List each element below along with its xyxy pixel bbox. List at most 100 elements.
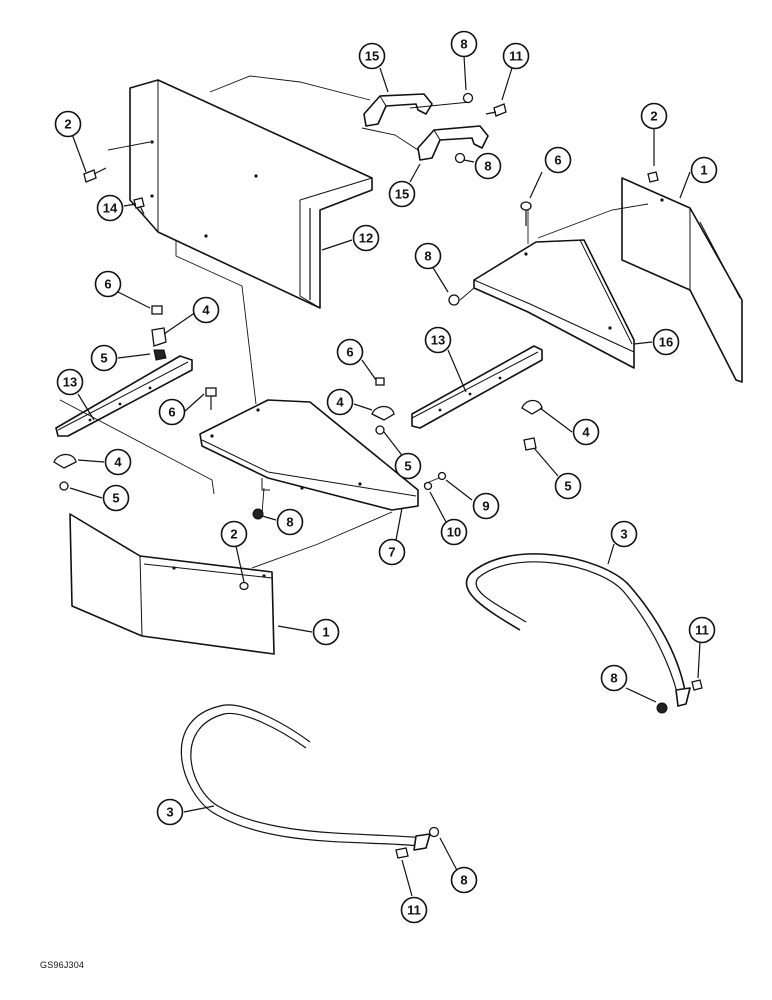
callout-16: 16 (652, 328, 680, 356)
nut-8-mid (454, 152, 466, 164)
svg-text:8: 8 (424, 249, 431, 264)
svg-text:5: 5 (564, 479, 571, 494)
callout-8c: 8 (414, 242, 442, 270)
svg-text:2: 2 (230, 527, 237, 542)
callout-6c: 6 (158, 398, 186, 426)
callout-4a: 4 (192, 296, 220, 324)
svg-text:3: 3 (166, 805, 173, 820)
svg-text:4: 4 (202, 303, 210, 318)
leader-lines (69, 55, 701, 897)
bolt-2-lower (239, 581, 249, 591)
callout-6b: 6 (94, 270, 122, 298)
side-panel-1-right (621, 177, 743, 383)
svg-text:8: 8 (484, 159, 491, 174)
bolt-6-right-top (520, 201, 532, 226)
svg-text:6: 6 (168, 405, 175, 420)
svg-text:13: 13 (431, 333, 445, 348)
callout-1b: 1 (312, 618, 340, 646)
bolt-11-right (691, 679, 703, 691)
shield-panel-12 (129, 79, 373, 309)
assembly-lines (59, 75, 649, 569)
svg-text:14: 14 (103, 201, 118, 216)
callout-8f: 8 (450, 866, 478, 894)
callout-5b: 5 (394, 452, 422, 480)
callout-5a: 5 (90, 344, 118, 372)
callout-15b: 15 (388, 180, 416, 208)
callout-4b: 4 (326, 388, 354, 416)
callout-4c: 4 (572, 418, 600, 446)
callout-15a: 15 (358, 42, 386, 70)
clip-4-right (521, 399, 543, 415)
bolt-6-center-right (375, 377, 385, 386)
callout-13a: 13 (56, 368, 84, 396)
bolt-11-top (485, 103, 507, 117)
bolt-2-right (647, 171, 659, 183)
svg-text:10: 10 (447, 525, 461, 540)
bolt-2-upper (83, 167, 107, 183)
callout-10: 10 (440, 518, 468, 546)
callout-3a: 3 (610, 520, 638, 548)
callout-7: 7 (378, 538, 406, 566)
svg-text:4: 4 (114, 455, 122, 470)
callout-5d: 5 (102, 484, 130, 512)
callout-12: 12 (352, 224, 380, 252)
svg-text:7: 7 (388, 545, 395, 560)
callout-6d: 6 (336, 338, 364, 366)
nut-8-center (252, 508, 264, 520)
callout-11b: 11 (688, 616, 716, 644)
tray-16-right (473, 239, 635, 369)
svg-text:15: 15 (395, 187, 409, 202)
callout-2a: 2 (54, 110, 82, 138)
bolt-6-center (205, 387, 217, 410)
callout-8a: 8 (450, 30, 478, 58)
nut-5-right (523, 437, 537, 451)
svg-text:5: 5 (112, 491, 119, 506)
callout-9: 9 (472, 492, 500, 520)
svg-text:12: 12 (359, 231, 373, 246)
retaining-rod-3-left (180, 704, 431, 851)
svg-text:2: 2 (650, 109, 657, 124)
clip-4-center (371, 405, 395, 421)
bolt-11-left (395, 847, 409, 859)
handle-15-upper (363, 93, 433, 127)
callout-4d: 4 (104, 448, 132, 476)
side-panel-1-left (69, 513, 275, 655)
callout-5c: 5 (554, 472, 582, 500)
svg-text:15: 15 (365, 49, 379, 64)
svg-text:6: 6 (554, 153, 561, 168)
nut-5-left-lower (59, 481, 69, 491)
callout-3b: 3 (156, 798, 184, 826)
nut-8-top (462, 92, 474, 104)
svg-text:16: 16 (659, 335, 673, 350)
callout-8e: 8 (600, 664, 628, 692)
figure-code: GS96J304 (40, 960, 85, 970)
svg-text:5: 5 (100, 351, 107, 366)
nut-5-left-upper (153, 349, 167, 361)
callout-8d: 8 (276, 508, 304, 536)
hardware (53, 92, 703, 859)
callout-2b: 2 (640, 102, 668, 130)
callout-11a: 11 (502, 42, 530, 70)
rail-13-right (411, 345, 543, 429)
svg-text:8: 8 (610, 671, 617, 686)
bolt-14 (133, 197, 145, 215)
svg-text:3: 3 (620, 527, 627, 542)
clip-4-left-upper (151, 327, 167, 347)
svg-text:8: 8 (460, 873, 467, 888)
svg-text:6: 6 (104, 277, 111, 292)
callout-2c: 2 (220, 520, 248, 548)
retaining-rod-3-right (465, 553, 691, 707)
callout-8b: 8 (474, 152, 502, 180)
clip-4-left-lower (53, 453, 77, 469)
svg-text:4: 4 (336, 395, 344, 410)
svg-text:9: 9 (482, 499, 489, 514)
bolt-6-left (151, 305, 163, 315)
nut-8-rod-left (428, 826, 440, 838)
callout-13b: 13 (424, 326, 452, 354)
svg-text:2: 2 (64, 117, 71, 132)
svg-text:5: 5 (404, 459, 411, 474)
svg-text:8: 8 (460, 37, 467, 52)
callout-1a: 1 (690, 156, 718, 184)
callout-14: 14 (96, 194, 124, 222)
